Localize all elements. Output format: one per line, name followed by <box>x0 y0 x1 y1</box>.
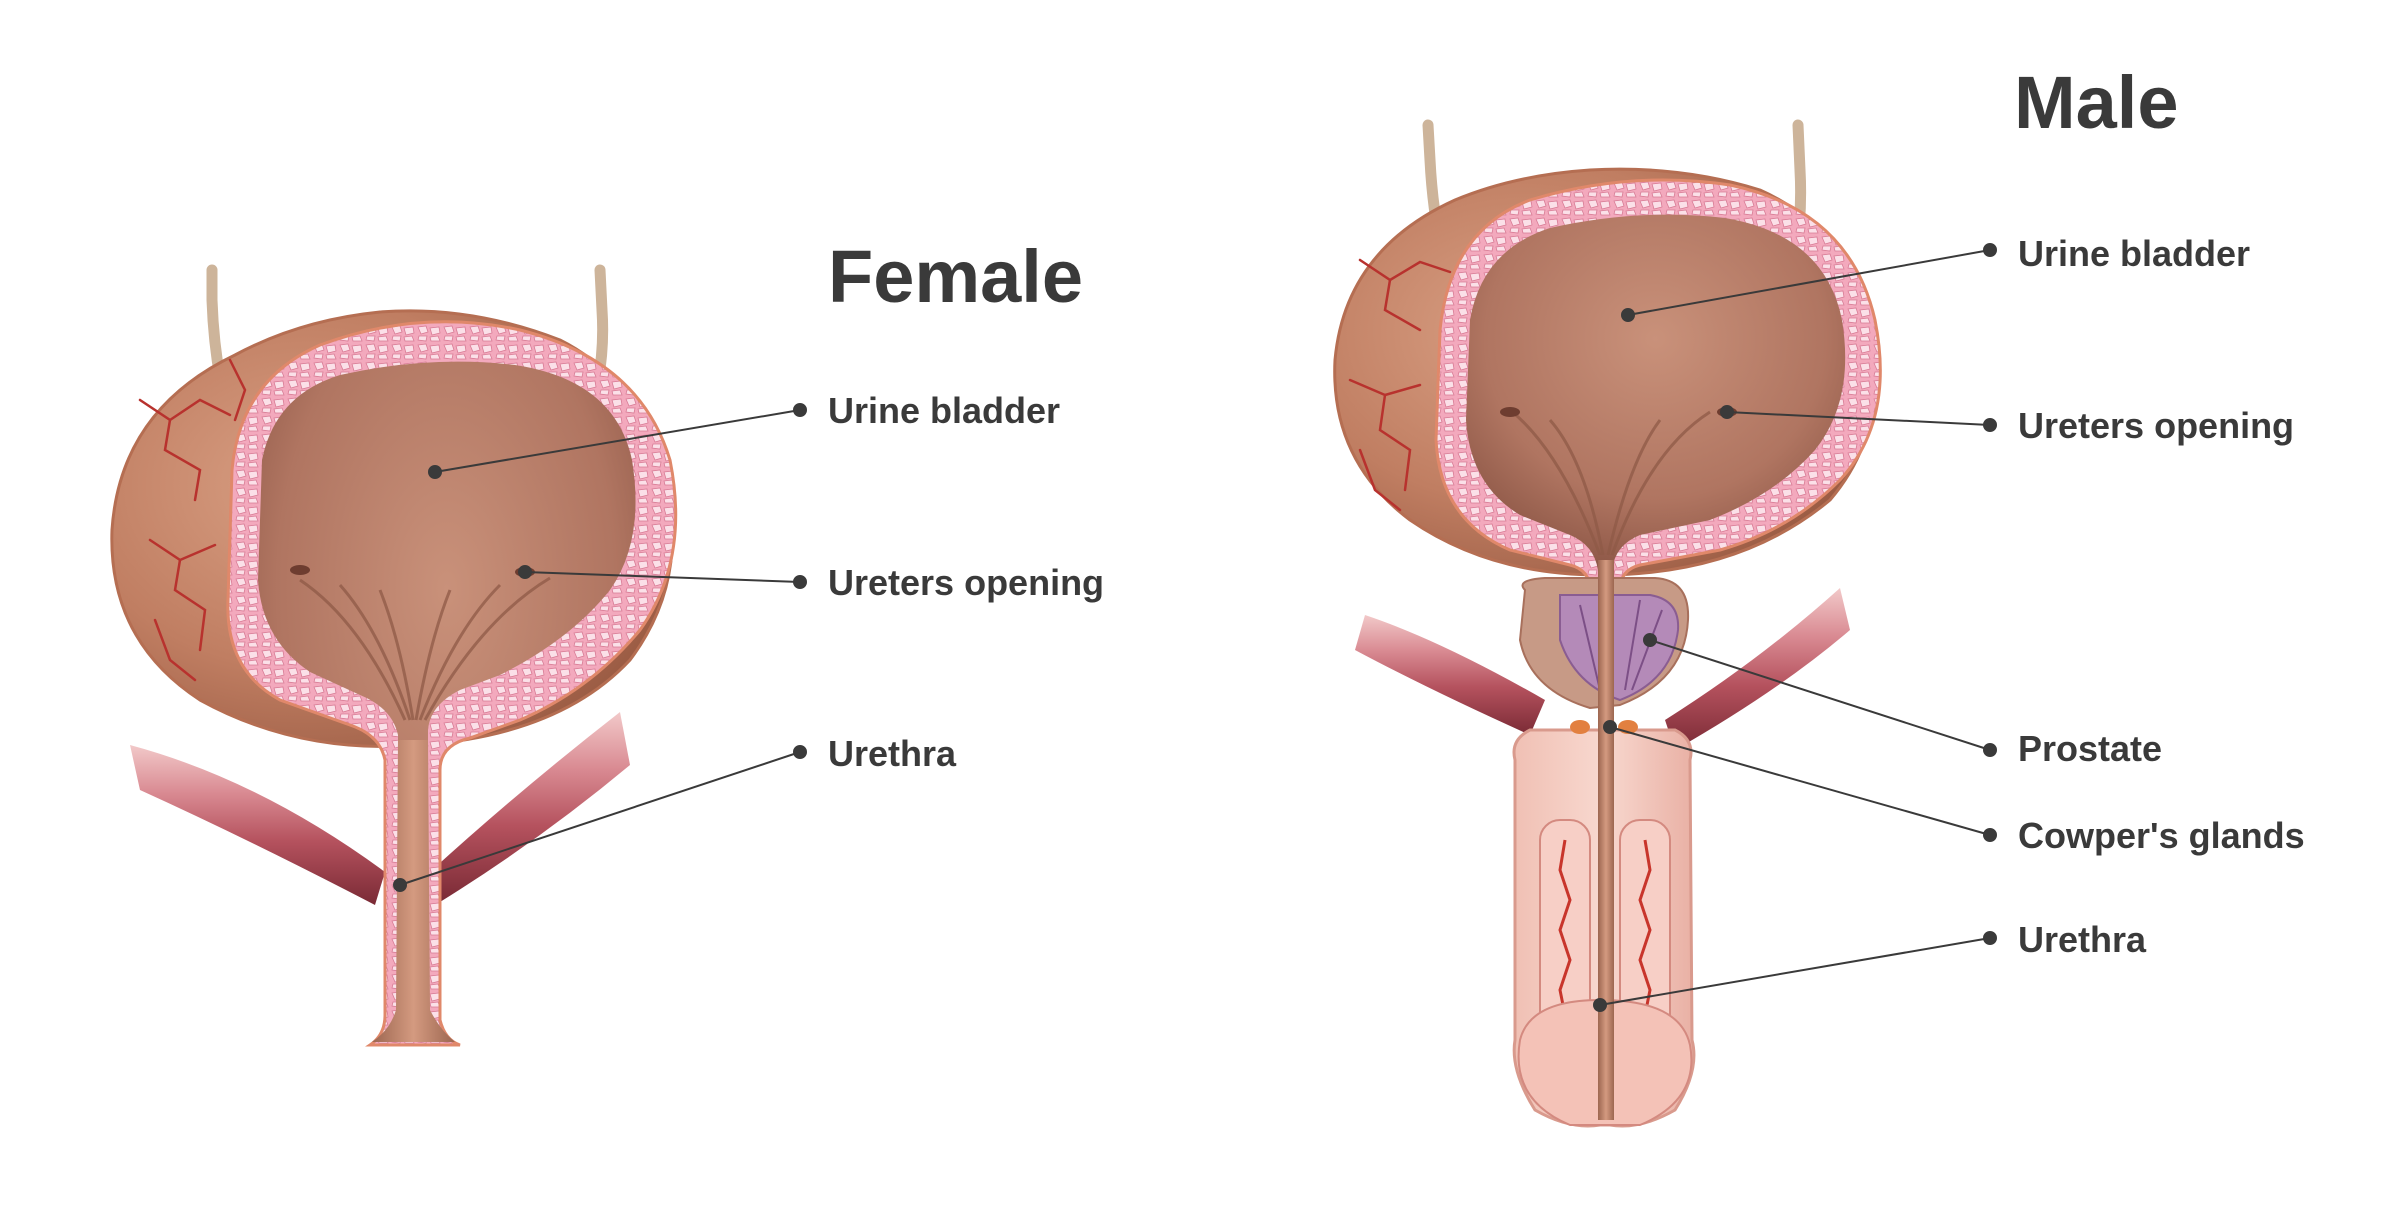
male-label-urethra: Urethra <box>2018 919 2147 960</box>
male-label-ureters-opening: Ureters opening <box>2018 405 2295 446</box>
female-pelvic-muscle-right <box>430 712 630 902</box>
female-title: Female <box>828 235 1084 318</box>
female-label-urine-bladder: Urine bladder <box>828 390 1061 431</box>
female-urethra-inner <box>372 740 455 1042</box>
female-pelvic-muscle-left <box>130 745 385 905</box>
male-leader-lines <box>1593 243 1997 1012</box>
male-prostate-gland <box>1559 594 1680 702</box>
male-bladder-cavity <box>1466 214 1846 570</box>
female-diagram <box>110 264 807 1047</box>
male-pelvic-muscle-left <box>1355 615 1545 735</box>
female-trigone-folds <box>299 576 551 721</box>
male-diagram <box>1333 119 1997 1128</box>
female-label-urethra: Urethra <box>828 733 957 774</box>
male-cowpers-gland-left <box>1570 720 1590 734</box>
male-label-prostate: Prostate <box>2018 728 2163 769</box>
female-label-ureters-opening: Ureters opening <box>828 562 1105 603</box>
male-corpus-vessels <box>1558 839 1652 1031</box>
female-blood-vessels <box>138 358 247 682</box>
male-trigone-folds <box>1509 408 1711 556</box>
male-pelvic-muscle-right <box>1665 588 1850 750</box>
female-ureter-opening-left <box>290 565 310 575</box>
male-urethra <box>1598 560 1614 1120</box>
male-label-cowpers-glands: Cowper's glands <box>2018 815 2305 856</box>
male-title: Male <box>2014 61 2179 144</box>
female-leader-lines <box>393 403 807 892</box>
male-blood-vessels <box>1348 258 1452 512</box>
male-label-urine-bladder: Urine bladder <box>2018 233 2251 274</box>
male-ureter-opening-left <box>1500 407 1520 417</box>
